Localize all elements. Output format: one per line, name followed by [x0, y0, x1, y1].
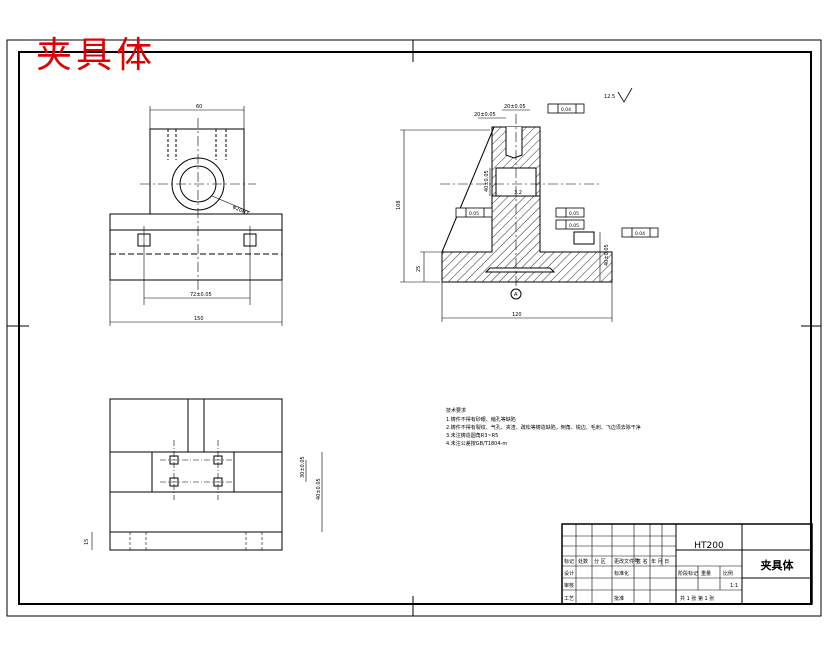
datum-label: A — [514, 292, 518, 298]
title-row-label-5: 签 名 — [636, 558, 648, 565]
title-row-label-6: 年 月 日 — [651, 558, 669, 565]
stage-label-3: 比例 — [723, 570, 733, 577]
title-part-name: 夹具体 — [761, 558, 795, 572]
notes-heading: 技术要求 — [446, 407, 466, 414]
title-block — [561, 523, 813, 605]
dim-plan-b: 40±0.05 — [316, 478, 322, 500]
dim-plan-a: 30±0.05 — [300, 456, 306, 478]
dim-front-width-bottom: 150 — [194, 316, 204, 322]
tolerance-frames — [455, 103, 659, 238]
title-sheets: 共 1 张 第 1 张 — [680, 595, 714, 602]
dim-plan-side: 15 — [84, 539, 90, 545]
dim-side-base: 25 — [416, 266, 422, 272]
stage-label-1: 阶段标记 — [678, 570, 698, 577]
notes-line-3: 3.未注铸造圆角R3~R5 — [446, 432, 498, 439]
roughness-other: 12.5 — [604, 94, 615, 100]
dim-side-left: 40±0.05 — [484, 170, 490, 192]
notes-line-4: 4.未注公差按GB/T1804-m — [446, 440, 507, 447]
roughness-value: 3.2 — [514, 190, 522, 196]
title-standardization: 标准化 — [614, 570, 629, 577]
title-design: 设计 — [564, 570, 574, 577]
dim-side-top-a: 20±0.05 — [474, 112, 496, 118]
front-view — [109, 106, 283, 326]
top-view — [91, 398, 323, 551]
title-approve: 批准 — [614, 595, 624, 602]
tol-side-mid: 0.05 — [469, 211, 479, 217]
dim-front-bore: Φ20H7 — [231, 204, 249, 217]
dim-side-height: 108 — [396, 200, 402, 210]
technical-notes: 技术要求 1.铸件不得有砂眼、缩孔等缺陷 2.铸件不得有裂纹、气孔、夹渣、疏松等… — [446, 407, 641, 447]
tol-side-top: 0.04 — [561, 107, 571, 113]
outer-frame — [6, 39, 822, 617]
tol-side-right-b: 0.05 — [569, 223, 579, 229]
title-process: 工艺 — [564, 596, 574, 602]
title-row-label-4: 更改文件号 — [614, 558, 639, 565]
notes-line-1: 1.铸件不得有砂眼、缩孔等缺陷 — [446, 416, 516, 423]
side-view — [400, 109, 613, 322]
dim-side-width: 120 — [512, 312, 522, 318]
dim-side-top-b: 20±0.05 — [504, 104, 526, 110]
center-marks — [7, 40, 821, 616]
dim-front-width-top: 60 — [196, 104, 202, 110]
dim-front-hole-span: 72±0.05 — [190, 292, 212, 298]
roughness-icon — [617, 87, 633, 103]
tol-side-far: 0.04 — [635, 231, 645, 237]
tol-side-right-a: 0.05 — [569, 211, 579, 217]
drawing-stamp-title: 夹具体 — [36, 35, 157, 76]
notes-line-2: 2.铸件不得有裂纹、气孔、夹渣、疏松等铸造缺陷，倒角、锐边、毛刺、飞边须去除干净 — [446, 424, 641, 431]
dim-side-right: 40±0.05 — [604, 244, 610, 266]
title-scale: 1:1 — [730, 583, 738, 589]
title-review: 审核 — [564, 582, 574, 589]
title-material: HT200 — [694, 541, 724, 551]
title-row-label-3: 分 区 — [594, 558, 606, 565]
stage-label-2: 重量 — [701, 570, 711, 577]
title-row-label-1: 标记 — [564, 558, 574, 565]
inner-frame — [18, 51, 812, 605]
title-row-label-2: 处数 — [578, 558, 588, 565]
